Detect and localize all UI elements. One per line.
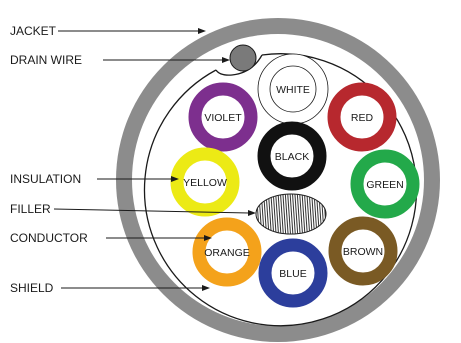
wire-violet: VIOLET: [188, 82, 258, 152]
callout-jacket-arrowhead: [198, 28, 206, 34]
wire-white-outline-inner: [269, 65, 317, 113]
shield-lead: [215, 54, 263, 76]
wire-brown-label: BROWN: [343, 246, 383, 258]
wire-yellow: YELLOW: [170, 147, 240, 217]
wire-orange-insulation: [192, 217, 262, 287]
filler-hatch-line: [275, 194, 280, 234]
wire-violet-insulation: [188, 82, 258, 152]
filler-hatch-line: [306, 194, 311, 234]
wire-yellow-label: YELLOW: [183, 177, 227, 189]
wire-violet-label: VIOLET: [204, 112, 242, 124]
wire-red-label: RED: [351, 112, 374, 124]
wire-green: GREEN: [350, 149, 420, 219]
filler-hatch-line: [267, 194, 272, 234]
filler-hatch-line: [308, 194, 313, 234]
callout-shield-label: SHIELD: [10, 281, 54, 295]
wire-black-label: BLACK: [275, 151, 309, 163]
wire-blue-label: BLUE: [279, 268, 306, 280]
wire-blue: BLUE: [258, 238, 328, 308]
filler-hatch-line: [284, 194, 289, 234]
wire-orange: ORANGE: [192, 217, 262, 287]
callout-shield-arrowhead: [202, 285, 210, 291]
filler-hatch-line: [279, 194, 284, 234]
callout-filler-label: FILLER: [10, 202, 51, 216]
wire-black-insulation: [257, 121, 327, 191]
filler-hatch-line: [294, 194, 299, 234]
filler-hatch-line: [303, 194, 308, 234]
filler-hatch-line: [287, 194, 292, 234]
wire-blue-insulation: [258, 238, 328, 308]
wire-red-insulation: [327, 82, 397, 152]
callout-conductor-arrowhead: [204, 235, 212, 241]
callout-drain-wire-arrowhead: [222, 57, 230, 63]
wire-orange-label: ORANGE: [204, 247, 250, 259]
callout-insulation-arrowhead: [171, 176, 179, 182]
wire-red: RED: [327, 82, 397, 152]
callout-insulation-label: INSULATION: [10, 172, 81, 186]
wire-white: WHITE: [257, 53, 329, 125]
callout-conductor-label: CONDUCTOR: [10, 231, 88, 245]
callout-drain-wire-label: DRAIN WIRE: [10, 53, 82, 67]
wire-green-insulation: [350, 149, 420, 219]
wire-brown-insulation: [328, 216, 398, 286]
filler-hatch-line: [282, 194, 287, 234]
filler-hatch-line: [301, 194, 306, 234]
filler-hatch-line: [291, 194, 296, 234]
callout-filler-leader: [53, 208, 250, 214]
filler: [255, 193, 327, 235]
wire-brown: BROWN: [328, 216, 398, 286]
wire-black: BLACK: [257, 121, 327, 191]
wire-yellow-insulation: [170, 147, 240, 217]
wire-white-insulation: [258, 54, 328, 124]
filler-hatch-line: [289, 194, 294, 234]
wire-green-label: GREEN: [366, 179, 403, 191]
filler-hatch-line: [272, 194, 277, 234]
callout-filler-arrowhead: [248, 210, 256, 216]
wire-white-label: WHITE: [276, 84, 310, 96]
filler-hatch-line: [270, 194, 275, 234]
filler-hatch-line: [311, 194, 316, 234]
filler-hatch-line: [277, 194, 282, 234]
filler-hatch-line: [296, 194, 301, 234]
filler-hatch-line: [299, 194, 304, 234]
callout-jacket-label: JACKET: [10, 24, 57, 38]
drain-wire: [229, 44, 257, 72]
